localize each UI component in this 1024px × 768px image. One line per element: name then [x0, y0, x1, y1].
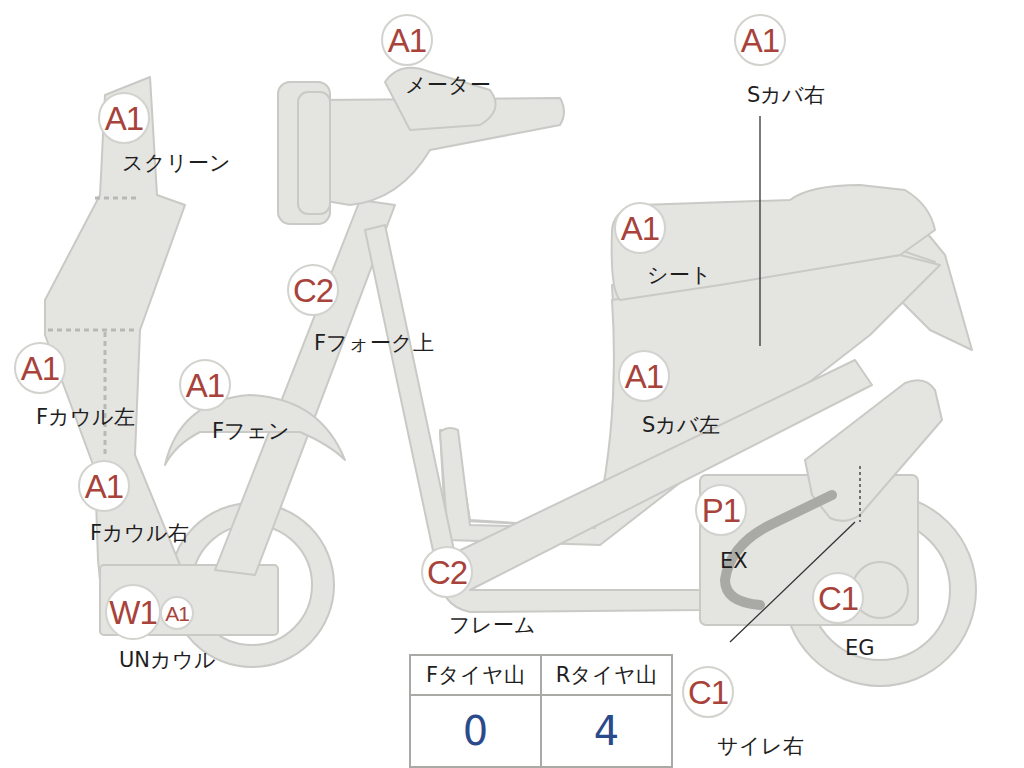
- part-name: フレーム: [449, 614, 536, 637]
- part-name: Fカウル右: [90, 522, 189, 545]
- section-line: [95, 197, 140, 200]
- headlight-lens: [298, 92, 330, 214]
- grade-circle: C2フレーム: [421, 546, 473, 598]
- tire-tread-value: 4: [541, 695, 672, 767]
- grade-code: A1: [105, 102, 143, 135]
- tire-table: [410, 655, 672, 767]
- table-rule: [540, 655, 542, 767]
- part-name: Fフォーク上: [314, 332, 434, 355]
- meter-housing: [385, 68, 496, 130]
- section-line: [48, 329, 138, 332]
- part-name: Fフェン: [212, 420, 290, 443]
- grade-code: A1: [621, 212, 659, 245]
- part-name: Fカウル左: [36, 406, 135, 429]
- grade-code: A1: [625, 360, 663, 393]
- front-fork: [215, 200, 395, 575]
- grade-circle: C2Fフォーク上: [287, 264, 339, 316]
- table-header: Rタイヤ山: [541, 655, 672, 695]
- grade-circle: P1EX: [695, 484, 747, 536]
- grade-code: A1: [741, 24, 779, 57]
- grade-circle: A1Sカバ右: [734, 14, 786, 66]
- headlight: [278, 82, 330, 224]
- part-name: Sカバ左: [642, 414, 720, 437]
- part-name: Sカバ右: [747, 84, 825, 107]
- grade-circle: C1EG: [812, 572, 864, 624]
- grade-circle: A1メーター: [381, 14, 433, 66]
- part-name: メーター: [405, 74, 491, 97]
- grade-circle: A1Fカウル左: [14, 342, 66, 394]
- grade-code: W1: [109, 596, 157, 629]
- engine: [700, 475, 918, 625]
- grade-circle: C1サイレ右: [682, 666, 734, 718]
- part-name: UNカウル: [119, 649, 216, 672]
- section-line: [104, 332, 107, 458]
- part-name: シート: [647, 264, 712, 287]
- part-name: スクリーン: [122, 152, 231, 175]
- part-name: EX: [720, 550, 748, 573]
- grade-code: A1: [388, 24, 426, 57]
- grade-circle: A1: [160, 596, 194, 630]
- grade-circle: A1Fフェン: [179, 359, 231, 411]
- leader-line: [759, 116, 760, 346]
- table-header: Fタイヤ山: [410, 655, 541, 695]
- grade-code: A1: [186, 369, 224, 402]
- leader-line: [859, 466, 860, 522]
- grade-code: P1: [702, 494, 740, 527]
- grade-circle: A1Fカウル右: [78, 460, 130, 512]
- grade-code: C1: [688, 676, 728, 709]
- grade-circle: A1スクリーン: [98, 92, 150, 144]
- grade-code: A1: [165, 603, 189, 624]
- tire-tread-value: 0: [410, 695, 541, 767]
- grade-circle: A1Sカバ左: [618, 350, 670, 402]
- grade-code: C2: [293, 274, 333, 307]
- leg-tube: [365, 225, 455, 560]
- grade-code: A1: [85, 470, 123, 503]
- grade-circle: W1UNカウル: [105, 584, 161, 640]
- grade-circle: A1シート: [614, 202, 666, 254]
- part-name: サイレ右: [717, 735, 804, 758]
- part-name: EG: [845, 637, 875, 660]
- seat: [612, 185, 935, 300]
- grade-code: C2: [427, 556, 467, 589]
- grade-code: C1: [818, 582, 858, 615]
- grade-code: A1: [21, 352, 59, 385]
